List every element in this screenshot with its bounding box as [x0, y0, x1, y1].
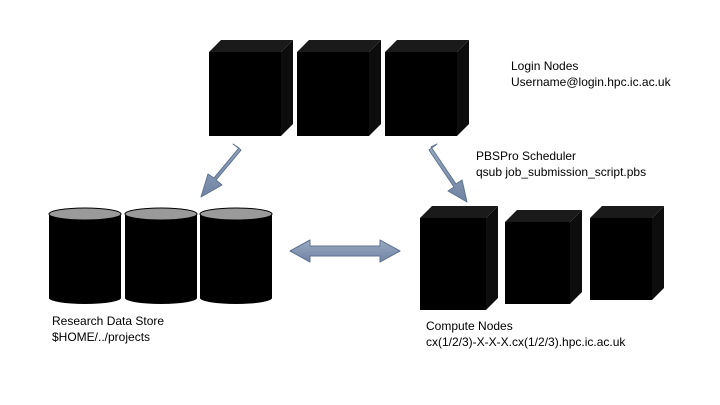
research-data-store-label: Research Data Store $HOME/../projects [52, 313, 164, 345]
login-node-cube [385, 40, 469, 136]
storage-cylinder [48, 207, 122, 304]
compute-nodes-label: Compute Nodes cx(1/2/3)-X-X-X.cx(1/2/3).… [426, 318, 625, 350]
login-node-group [209, 40, 469, 136]
login-to-storage-arrow [200, 143, 242, 198]
storage-cylinder [124, 207, 198, 304]
scheduler-label: PBSPro Scheduler qsub job_submission_scr… [476, 148, 646, 180]
login-nodes-label: Login Nodes Username@login.hpc.ic.ac.uk [511, 58, 671, 90]
login-to-compute-arrow [428, 143, 468, 203]
login-node-cube [297, 40, 381, 136]
login-nodes-title: Login Nodes [511, 59, 579, 73]
storage-compute-double-arrow [289, 239, 401, 263]
scheduler-command: qsub job_submission_script.pbs [476, 165, 647, 179]
research-data-store-title: Research Data Store [52, 314, 165, 328]
compute-node-cube [505, 210, 582, 304]
login-nodes-address: Username@login.hpc.ic.ac.uk [511, 75, 671, 89]
compute-node-cube [420, 206, 498, 310]
login-node-cube [209, 40, 293, 136]
compute-nodes-address: cx(1/2/3)-X-X-X.cx(1/2/3).hpc.ic.ac.uk [426, 335, 626, 349]
compute-node-cube [590, 206, 664, 300]
storage-cylinder-group [48, 207, 273, 304]
compute-nodes-title: Compute Nodes [426, 319, 513, 333]
storage-cylinder [199, 207, 273, 304]
research-data-store-path: $HOME/../projects [52, 330, 151, 344]
compute-node-group [420, 206, 664, 310]
scheduler-title: PBSPro Scheduler [476, 149, 577, 163]
